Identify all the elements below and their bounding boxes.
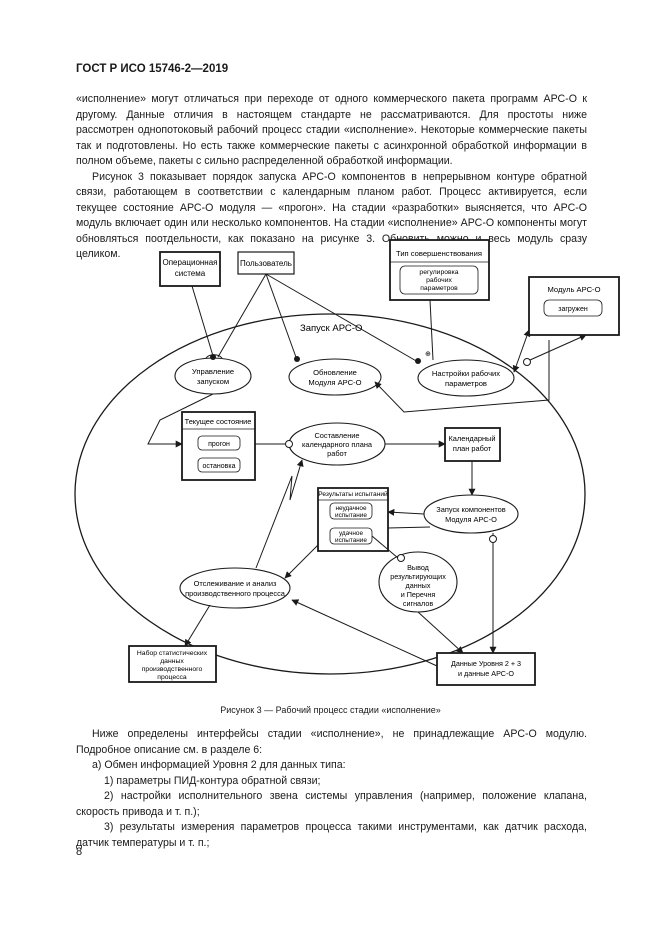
stats-set-box: Набор статистических данных производстве… bbox=[128, 645, 217, 683]
improvement-type-box: Тип совершенствования регулировка рабочи… bbox=[389, 239, 490, 301]
svg-text:Модуль АРС-О: Модуль АРС-О bbox=[548, 285, 601, 294]
svg-text:рабочих: рабочих bbox=[426, 276, 452, 284]
svg-text:система: система bbox=[175, 269, 206, 278]
monitoring-node: Отслеживание и анализ производственного … bbox=[179, 567, 291, 609]
svg-text:данных: данных bbox=[406, 581, 431, 590]
svg-text:Составление: Составление bbox=[314, 431, 359, 440]
svg-text:план работ: план работ bbox=[453, 444, 492, 453]
svg-text:параметров: параметров bbox=[445, 379, 487, 388]
svg-text:Настройки рабочих: Настройки рабочих bbox=[432, 369, 500, 378]
schedule-box: Календарный план работ bbox=[444, 427, 501, 462]
paragraph-3: Ниже определены интерфейсы стадии «испол… bbox=[76, 728, 587, 756]
svg-text:испытание: испытание bbox=[335, 537, 367, 544]
module-apc-box: Модуль АРС-О загружен bbox=[528, 276, 620, 336]
list-item-1: 1) параметры ПИД-контура обратной связи; bbox=[104, 774, 321, 787]
svg-text:Текущее состояние: Текущее состояние bbox=[185, 417, 252, 426]
list-item-2: 2) настройки исполнительного звена систе… bbox=[76, 790, 587, 818]
svg-text:данных: данных bbox=[160, 658, 184, 665]
svg-text:остановка: остановка bbox=[202, 463, 235, 470]
paragraph-1: «исполнение» могут отличаться при перехо… bbox=[76, 93, 587, 167]
figure-3-diagram: Запуск АРС-О Операционная система Пользо… bbox=[74, 239, 620, 686]
level-data-box: Данные Уровня 2 + 3 и данные АРС-О bbox=[436, 652, 536, 686]
page-number: 8 bbox=[76, 846, 83, 858]
svg-text:Тип совершенствования: Тип совершенствования bbox=[396, 249, 482, 258]
svg-text:Модуля АРС-О: Модуля АРС-О bbox=[308, 378, 361, 387]
output-data-node: Вывод результирующих данных и Перечня си… bbox=[378, 551, 458, 613]
svg-text:производственного процесса: производственного процесса bbox=[185, 589, 286, 598]
work-settings-node: Настройки рабочих параметров bbox=[417, 359, 515, 397]
svg-text:Операционная: Операционная bbox=[162, 258, 217, 267]
op-system-box: Операционная система bbox=[159, 251, 221, 287]
interfaces-text: Ниже определены интерфейсы стадии «испол… bbox=[76, 727, 587, 851]
launch-components-node: Запуск компонентов Модуля АРС-О bbox=[423, 494, 519, 534]
svg-text:неудачное: неудачное bbox=[335, 505, 367, 512]
test-results-box: Результаты испытаний неудачное испытание… bbox=[317, 487, 389, 552]
svg-text:Данные Уровня 2 + 3: Данные Уровня 2 + 3 bbox=[451, 659, 521, 668]
connector-circle bbox=[489, 535, 497, 543]
svg-text:Модуля АРС-О: Модуля АРС-О bbox=[445, 515, 497, 524]
svg-text:прогон: прогон bbox=[208, 441, 230, 448]
svg-text:запуском: запуском bbox=[197, 377, 229, 386]
svg-text:Вывод: Вывод bbox=[407, 563, 430, 572]
connector-circle bbox=[285, 440, 293, 448]
svg-text:производственного: производственного bbox=[142, 666, 203, 673]
launch-apc-label: Запуск АРС-О bbox=[300, 323, 362, 334]
list-item-3: 3) результаты измерения параметров проце… bbox=[76, 821, 587, 849]
svg-text:и данные АРС-О: и данные АРС-О bbox=[458, 669, 514, 678]
svg-text:Набор статистических: Набор статистических bbox=[137, 649, 208, 657]
connector-circle bbox=[397, 554, 405, 562]
launch-control-node: Управление запуском bbox=[174, 357, 252, 395]
svg-text:и Перечня: и Перечня bbox=[401, 590, 436, 599]
marker-symbol: ⊕ bbox=[425, 351, 431, 358]
svg-text:Обновление: Обновление bbox=[313, 368, 357, 377]
diagram-connectors bbox=[147, 273, 587, 667]
svg-text:регулировка: регулировка bbox=[419, 269, 458, 276]
svg-text:Пользователь: Пользователь bbox=[240, 259, 292, 268]
svg-text:Запуск компонентов: Запуск компонентов bbox=[436, 505, 505, 514]
svg-text:удачное: удачное bbox=[339, 530, 364, 537]
svg-text:Отслеживание и анализ: Отслеживание и анализ bbox=[194, 579, 277, 588]
svg-text:Результаты испытаний: Результаты испытаний bbox=[318, 490, 388, 498]
launch-apc-boundary bbox=[74, 313, 586, 675]
figure-caption: Рисунок 3 — Рабочий процесс стадии «испо… bbox=[220, 705, 441, 715]
connector-circle bbox=[523, 358, 531, 366]
connector-dot bbox=[210, 354, 216, 360]
svg-text:испытание: испытание bbox=[335, 512, 367, 519]
svg-text:процесса: процесса bbox=[157, 674, 187, 681]
svg-text:Управление: Управление bbox=[192, 367, 234, 376]
svg-text:результирующих: результирующих bbox=[390, 572, 446, 581]
list-item-a: а) Обмен информацией Уровня 2 для данных… bbox=[92, 759, 346, 771]
svg-text:календарного плана: календарного плана bbox=[302, 440, 373, 449]
svg-text:параметров: параметров bbox=[420, 285, 458, 292]
make-schedule-node: Составление календарного плана работ bbox=[288, 422, 386, 466]
connector-dot bbox=[294, 356, 300, 362]
connector-dot bbox=[415, 358, 421, 364]
document-header: ГОСТ Р ИСО 15746-2—2019 bbox=[76, 63, 229, 75]
svg-text:работ: работ bbox=[327, 449, 347, 458]
svg-text:сигналов: сигналов bbox=[403, 599, 433, 608]
svg-text:загружен: загружен bbox=[558, 306, 588, 313]
svg-text:Календарный: Календарный bbox=[449, 434, 496, 443]
update-module-node: Обновление Модуля АРС-О bbox=[288, 358, 382, 396]
current-state-box: Текущее состояние прогон остановка bbox=[181, 411, 256, 481]
user-box: Пользователь bbox=[237, 251, 295, 275]
intro-text: «исполнение» могут отличаться при перехо… bbox=[76, 92, 587, 263]
